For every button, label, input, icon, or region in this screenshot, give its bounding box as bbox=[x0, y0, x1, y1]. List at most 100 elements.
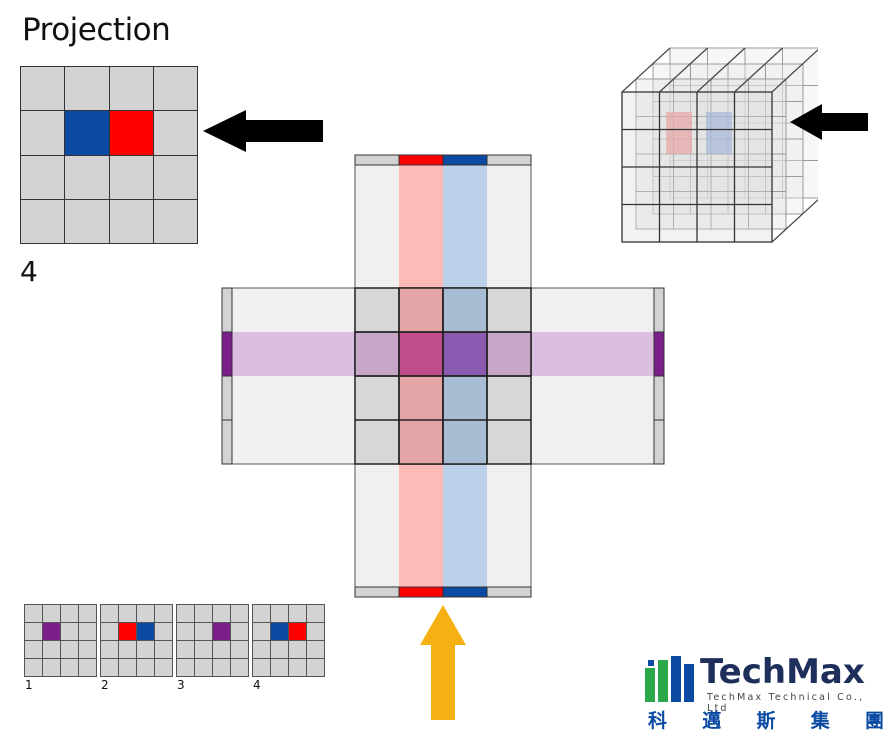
logo-chinese-char: 斯 bbox=[756, 710, 776, 732]
projection-cell bbox=[108, 66, 154, 112]
projection-cell bbox=[20, 110, 66, 156]
thumbnail-cell bbox=[154, 640, 173, 659]
projection-cell bbox=[20, 198, 66, 244]
thumbnail-cell bbox=[100, 622, 119, 641]
thumbnail-cell bbox=[212, 658, 231, 677]
thumbnail-cell bbox=[100, 640, 119, 659]
thumbnail-cell bbox=[252, 658, 271, 677]
left-arrow-icon bbox=[203, 110, 323, 152]
thumbnail-cell bbox=[212, 640, 231, 659]
thumbnail-cell bbox=[136, 640, 155, 659]
thumbnail-cell bbox=[288, 658, 307, 677]
projection-grid bbox=[20, 66, 198, 244]
thumbnail-cell bbox=[270, 604, 289, 623]
thumbnail-cell bbox=[154, 622, 173, 641]
thumbnail-cell bbox=[42, 640, 61, 659]
thumbnail-cell bbox=[194, 622, 213, 641]
projection-cell bbox=[152, 66, 198, 112]
thumbnail-cell bbox=[78, 622, 97, 641]
voxel-cube-icon bbox=[621, 47, 818, 243]
thumbnail-cell bbox=[252, 622, 271, 641]
thumbnail-cell bbox=[288, 640, 307, 659]
thumbnail-cell bbox=[118, 622, 137, 641]
projection-cell bbox=[20, 154, 66, 200]
projection-cell bbox=[64, 66, 110, 112]
thumbnail-cell bbox=[78, 640, 97, 659]
thumbnail-cell bbox=[252, 604, 271, 623]
up-arrow-icon bbox=[420, 605, 466, 720]
logo-brand: TechMax bbox=[700, 652, 865, 692]
thumbnail-cell bbox=[230, 622, 249, 641]
projection-cell bbox=[108, 198, 154, 244]
step-number: 4 bbox=[20, 255, 38, 288]
thumbnail-cell bbox=[288, 622, 307, 641]
thumbnail-cell bbox=[212, 604, 231, 623]
thumbnail-cell bbox=[136, 622, 155, 641]
thumbnail-cell bbox=[176, 658, 195, 677]
thumbnail-cell bbox=[42, 658, 61, 677]
thumbnail-cell bbox=[194, 640, 213, 659]
thumbnail-label: 2 bbox=[101, 678, 109, 692]
thumbnail-cell bbox=[78, 658, 97, 677]
projection-cell bbox=[20, 66, 66, 112]
thumbnail-cell bbox=[270, 658, 289, 677]
thumbnail-cell bbox=[230, 658, 249, 677]
thumbnail-cell bbox=[118, 658, 137, 677]
thumbnail-cell bbox=[24, 658, 43, 677]
logo-tagline: TechMax Technical Co., Ltd bbox=[707, 692, 865, 714]
thumbnail-cell bbox=[154, 604, 173, 623]
logo-chinese-char: 團 bbox=[864, 710, 884, 732]
logo-chinese-char: 集 bbox=[810, 710, 830, 732]
projection-cell bbox=[152, 110, 198, 156]
thumbnail-cell bbox=[154, 658, 173, 677]
thumbnail-cell bbox=[60, 658, 79, 677]
logo-chinese-char: 邁 bbox=[702, 710, 722, 732]
thumbnail-cell bbox=[100, 658, 119, 677]
thumbnail-cell bbox=[194, 658, 213, 677]
projection-cell bbox=[64, 198, 110, 244]
thumbnail-cell bbox=[42, 604, 61, 623]
thumbnail-cell bbox=[60, 640, 79, 659]
thumbnail-cell bbox=[306, 658, 325, 677]
thumbnail-cell bbox=[136, 658, 155, 677]
thumbnail-cell bbox=[270, 622, 289, 641]
thumbnail-label: 3 bbox=[177, 678, 185, 692]
thumbnail-cell bbox=[100, 604, 119, 623]
thumbnail-cell bbox=[60, 622, 79, 641]
left-arrow-icon bbox=[790, 104, 868, 140]
projection-cell bbox=[152, 154, 198, 200]
logo-chinese-name: 科邁斯集團 bbox=[648, 706, 884, 732]
thumbnail-cell bbox=[306, 640, 325, 659]
techmax-logo-icon bbox=[645, 656, 694, 702]
projection-cell bbox=[108, 110, 154, 156]
projection-cross-diagram bbox=[221, 154, 665, 598]
projection-cell bbox=[64, 154, 110, 200]
thumbnail-cell bbox=[60, 604, 79, 623]
thumbnail-cell bbox=[176, 604, 195, 623]
thumbnail-cell bbox=[230, 604, 249, 623]
thumbnail-cell bbox=[78, 604, 97, 623]
thumbnail-cell bbox=[212, 622, 231, 641]
thumbnail-cell bbox=[176, 640, 195, 659]
thumbnail-cell bbox=[42, 622, 61, 641]
thumbnail-cell bbox=[24, 640, 43, 659]
thumbnail-cell bbox=[306, 622, 325, 641]
thumbnail-cell bbox=[176, 622, 195, 641]
thumbnail-label: 4 bbox=[253, 678, 261, 692]
thumbnail-cell bbox=[136, 604, 155, 623]
thumbnail-cell bbox=[24, 622, 43, 641]
projection-cell bbox=[64, 110, 110, 156]
projection-title: Projection bbox=[22, 12, 171, 48]
thumbnail-cell bbox=[24, 604, 43, 623]
thumbnail-cell bbox=[252, 640, 271, 659]
projection-cell bbox=[108, 154, 154, 200]
thumbnail-cell bbox=[118, 640, 137, 659]
projection-cell bbox=[152, 198, 198, 244]
thumbnail-cell bbox=[270, 640, 289, 659]
logo-chinese-char: 科 bbox=[648, 710, 668, 732]
thumbnail-label: 1 bbox=[25, 678, 33, 692]
thumbnail-cell bbox=[118, 604, 137, 623]
thumbnail-cell bbox=[230, 640, 249, 659]
thumbnail-sequence: 1 2 3 4 bbox=[24, 604, 334, 694]
thumbnail-cell bbox=[306, 604, 325, 623]
